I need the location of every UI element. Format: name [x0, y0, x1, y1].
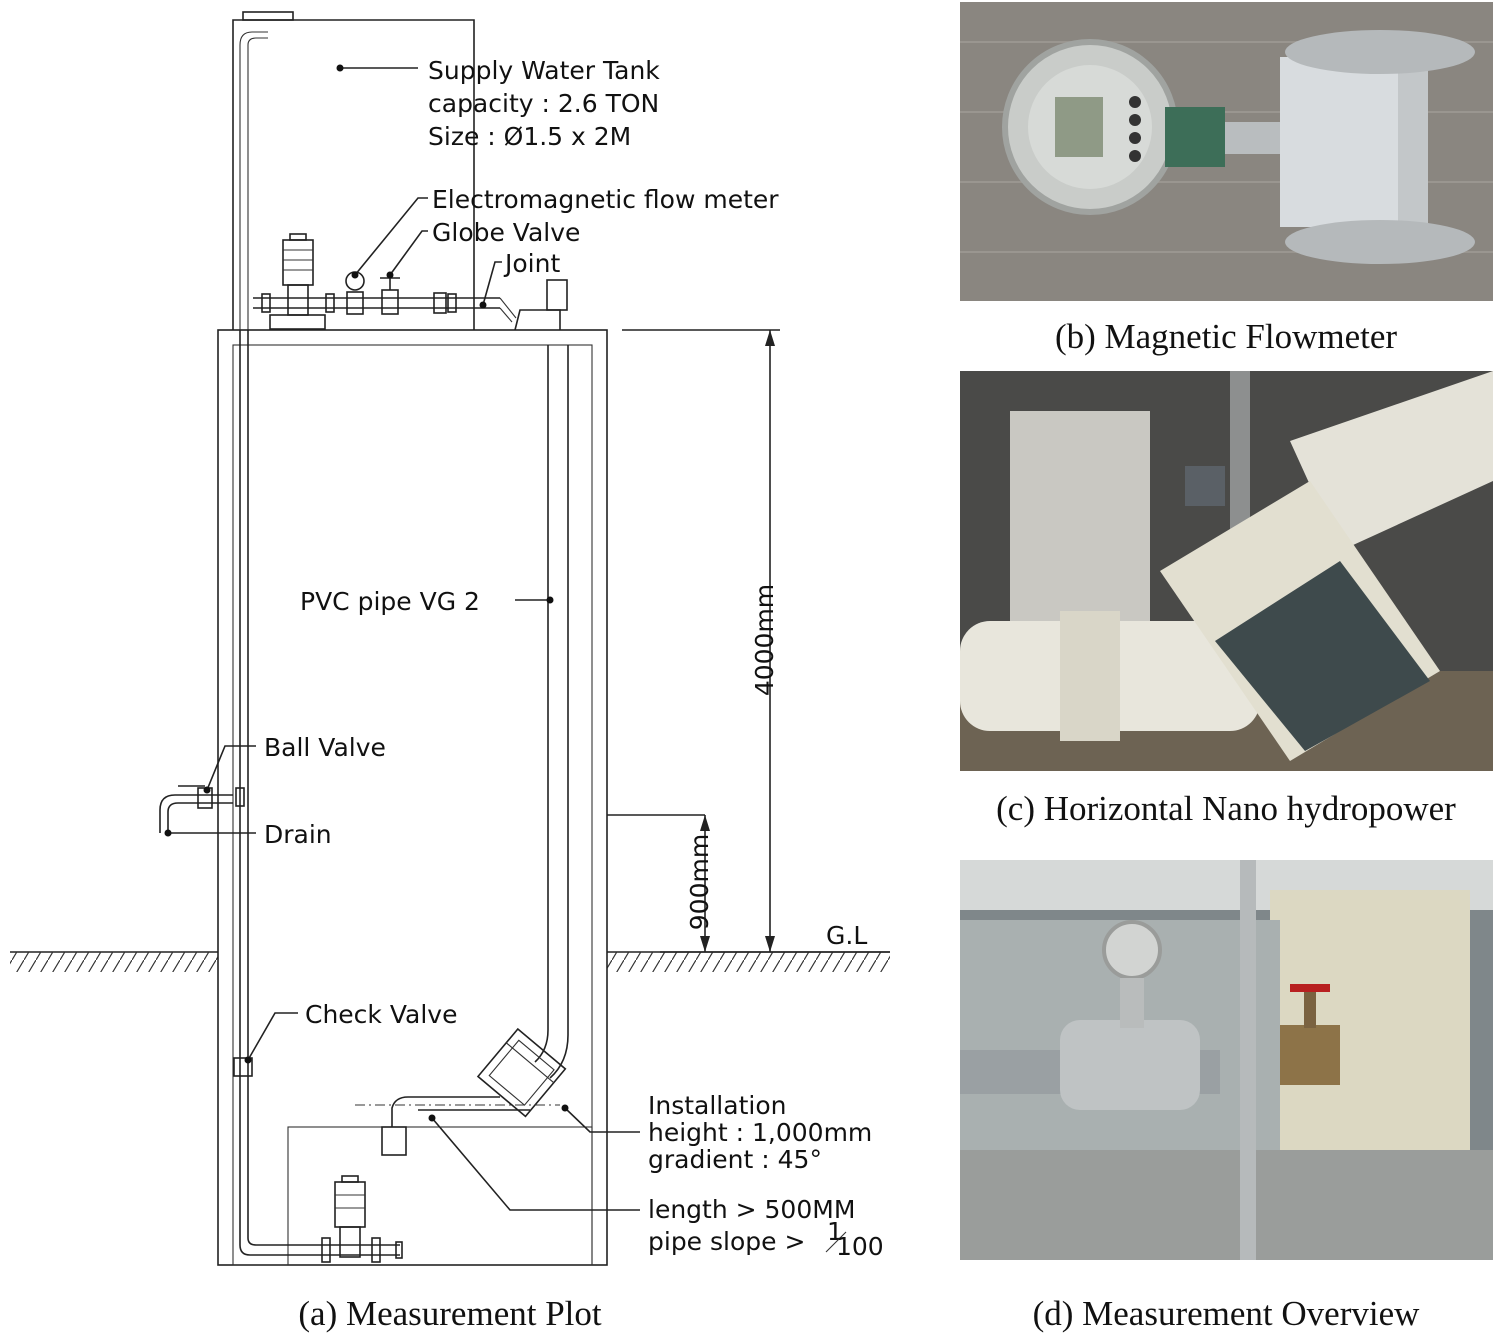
ground-hatch — [10, 951, 890, 972]
caption-b: (b) Magnetic Flowmeter — [1055, 317, 1397, 356]
tank-label-line2: capacity : 2.6 TON — [428, 89, 659, 118]
installation-label-line1: Installation — [648, 1091, 786, 1120]
dimension-4000-label: 4000mm — [750, 584, 779, 696]
drain-label: Drain — [264, 820, 332, 849]
check-valve-label: Check Valve — [305, 1000, 457, 1029]
leader-lines — [164, 64, 640, 1211]
tank-label-line1: Supply Water Tank — [428, 56, 660, 85]
check-valve-symbol — [233, 1057, 253, 1077]
installation-label-line3: gradient : 45° — [648, 1145, 822, 1174]
dimension-lines — [622, 329, 890, 953]
slope-denominator: 100 — [836, 1232, 884, 1261]
caption-a: (a) Measurement Plot — [298, 1294, 602, 1333]
pit-structure — [217, 329, 705, 1266]
globe-valve-label: Globe Valve — [432, 218, 580, 247]
dimension-900-label: 900mm — [685, 834, 714, 930]
flowmeter-photo — [960, 2, 1493, 301]
bottom-pump — [239, 330, 403, 1263]
caption-c: (c) Horizontal Nano hydropower — [996, 789, 1456, 828]
joint-label: Joint — [503, 249, 560, 278]
slope-fraction-bar — [825, 1231, 847, 1253]
caption-d: (d) Measurement Overview — [1033, 1294, 1421, 1333]
overview-photo — [960, 860, 1493, 1260]
flow-meter-label: Electromagnetic flow meter — [432, 185, 779, 214]
supply-water-tank — [232, 11, 475, 330]
pvc-pipe-label: PVC pipe VG 2 — [300, 587, 480, 616]
tank-label-line3: Size : Ø1.5 x 2M — [428, 122, 631, 151]
drain-assembly — [159, 785, 245, 833]
length-label: length > 500MM — [648, 1195, 855, 1224]
hydropower-photo — [960, 371, 1493, 771]
pipe-slope-label: pipe slope > — [648, 1227, 805, 1256]
installation-label-line2: height : 1,000mm — [648, 1118, 872, 1147]
pvc-pipe — [355, 345, 569, 1156]
ground-level-label: G.L — [826, 921, 867, 950]
ball-valve-label: Ball Valve — [264, 733, 386, 762]
